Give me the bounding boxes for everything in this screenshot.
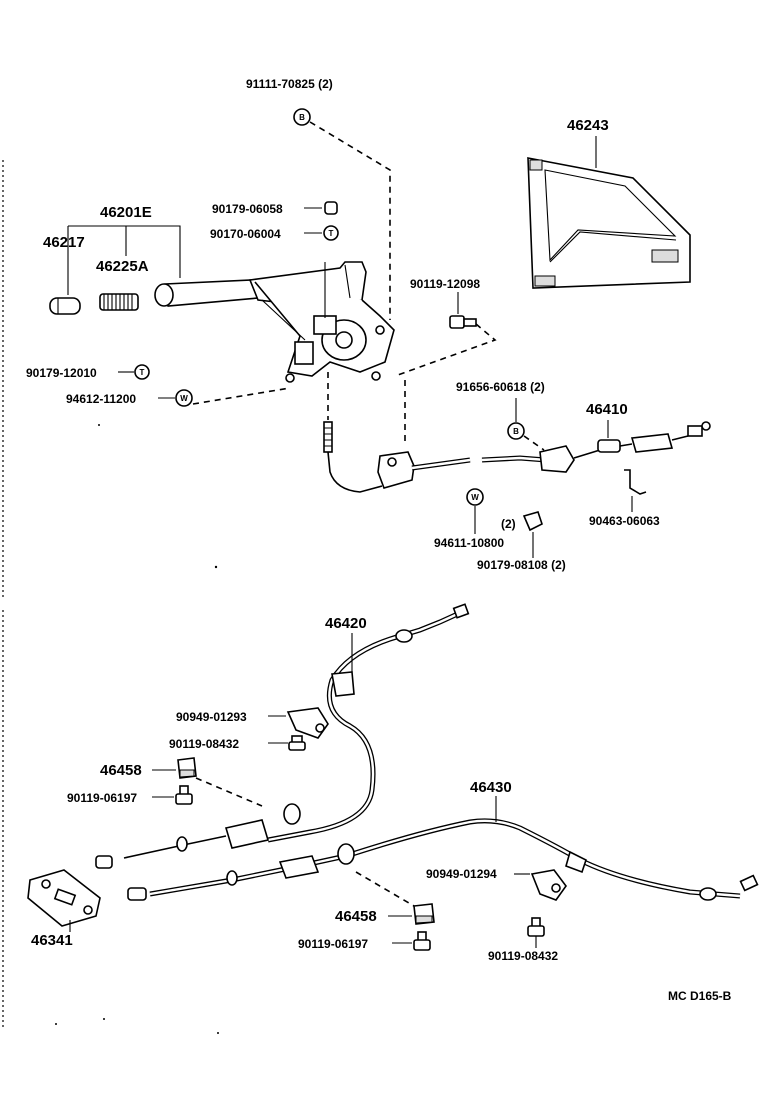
leader-12098-dash — [394, 323, 497, 377]
label-90949-01294: 90949-01294 — [426, 867, 497, 881]
bracket-90949-01294 — [530, 869, 567, 901]
label-90179-06058: 90179-06058 — [212, 202, 283, 216]
rear-cable-46430 — [127, 818, 759, 901]
label-90119-08432-upper: 90119-08432 — [169, 737, 239, 751]
adjusting-rod-46410 — [597, 421, 711, 453]
svg-text:T: T — [140, 368, 145, 377]
label-90119-06197-lower: 90119-06197 — [298, 937, 368, 951]
bracket-46341 — [27, 869, 101, 927]
washer-90170-06004: T — [323, 225, 339, 241]
label-94612-11200: 94612-11200 — [66, 392, 136, 406]
label-paren-2: (2) — [501, 517, 516, 531]
push-button-46217 — [49, 297, 81, 315]
speck-3 — [55, 1023, 57, 1025]
clip-46458-upper — [177, 757, 197, 779]
bolt-90119-08432-upper — [288, 735, 306, 751]
svg-text:W: W — [180, 394, 188, 403]
label-46341: 46341 — [31, 932, 73, 949]
nut-90179-08108 — [522, 511, 543, 532]
speck-5 — [217, 1032, 219, 1034]
label-90170-06004: 90170-06004 — [210, 227, 281, 241]
speck-1 — [214, 565, 218, 569]
bolt-90119-06197-lower — [413, 931, 431, 951]
label-90463-06063: 90463-06063 — [589, 514, 660, 528]
label-91656-60618: 91656-60618 (2) — [456, 380, 545, 394]
leader-91656-dash — [523, 435, 545, 451]
washer-94611-10800: W — [466, 488, 484, 506]
label-90119-08432-lower: 90119-08432 — [488, 949, 558, 963]
spring-46225a — [99, 293, 139, 311]
bracket-90949-01293 — [286, 707, 329, 739]
bolt-90119-12098 — [449, 315, 477, 329]
svg-text:B: B — [513, 427, 519, 436]
speck-4 — [103, 1018, 105, 1020]
label-90119-06197-upper: 90119-06197 — [67, 791, 137, 805]
parking-brake-lever-46201e — [154, 261, 395, 383]
front-cable-assembly — [323, 421, 601, 493]
label-46458-upper: 46458 — [100, 762, 142, 779]
bolt-90119-08432-lower — [527, 917, 545, 937]
label-46430: 46430 — [470, 779, 512, 796]
bracket-46201e — [68, 225, 181, 278]
label-90179-12010: 90179-12010 — [26, 366, 97, 380]
svg-text:T: T — [329, 229, 334, 238]
clip-46458-lower — [413, 903, 435, 925]
label-46420: 46420 — [325, 615, 367, 632]
leader-46458-upper-dash — [195, 777, 263, 807]
console-cover-46243 — [527, 157, 691, 289]
svg-text:B: B — [299, 113, 305, 122]
label-46410: 46410 — [586, 401, 628, 418]
bolt-90119-06197-upper — [175, 785, 193, 805]
label-46225a: 46225A — [96, 258, 149, 275]
clip-90463-06063 — [624, 469, 647, 495]
rear-cable-46420 — [95, 603, 470, 869]
bolt-91111-70825: B — [293, 108, 311, 126]
label-46458-lower: 46458 — [335, 908, 377, 925]
nut-90179-06058 — [324, 201, 338, 215]
svg-text:W: W — [471, 493, 479, 502]
speck-2 — [98, 424, 100, 426]
label-46217: 46217 — [43, 234, 85, 251]
label-94611-10800: 94611-10800 — [434, 536, 504, 550]
leader-94612-dash — [192, 387, 291, 405]
leader-46458-lower-dash — [355, 871, 415, 907]
label-90179-08108: 90179-08108 (2) — [477, 558, 566, 572]
washer-94612-11200: W — [175, 389, 193, 407]
reference-code: MC D165-B — [668, 989, 732, 1003]
label-46243: 46243 — [567, 117, 609, 134]
label-91111-70825: 91111-70825 (2) — [246, 77, 333, 91]
leader-91111 — [309, 121, 391, 320]
label-90949-01293: 90949-01293 — [176, 710, 247, 724]
label-46201e: 46201E — [100, 204, 152, 221]
nut-90179-12010: T — [134, 364, 150, 380]
bolt-91656-60618: B — [507, 422, 525, 440]
label-90119-12098: 90119-12098 — [410, 277, 480, 291]
